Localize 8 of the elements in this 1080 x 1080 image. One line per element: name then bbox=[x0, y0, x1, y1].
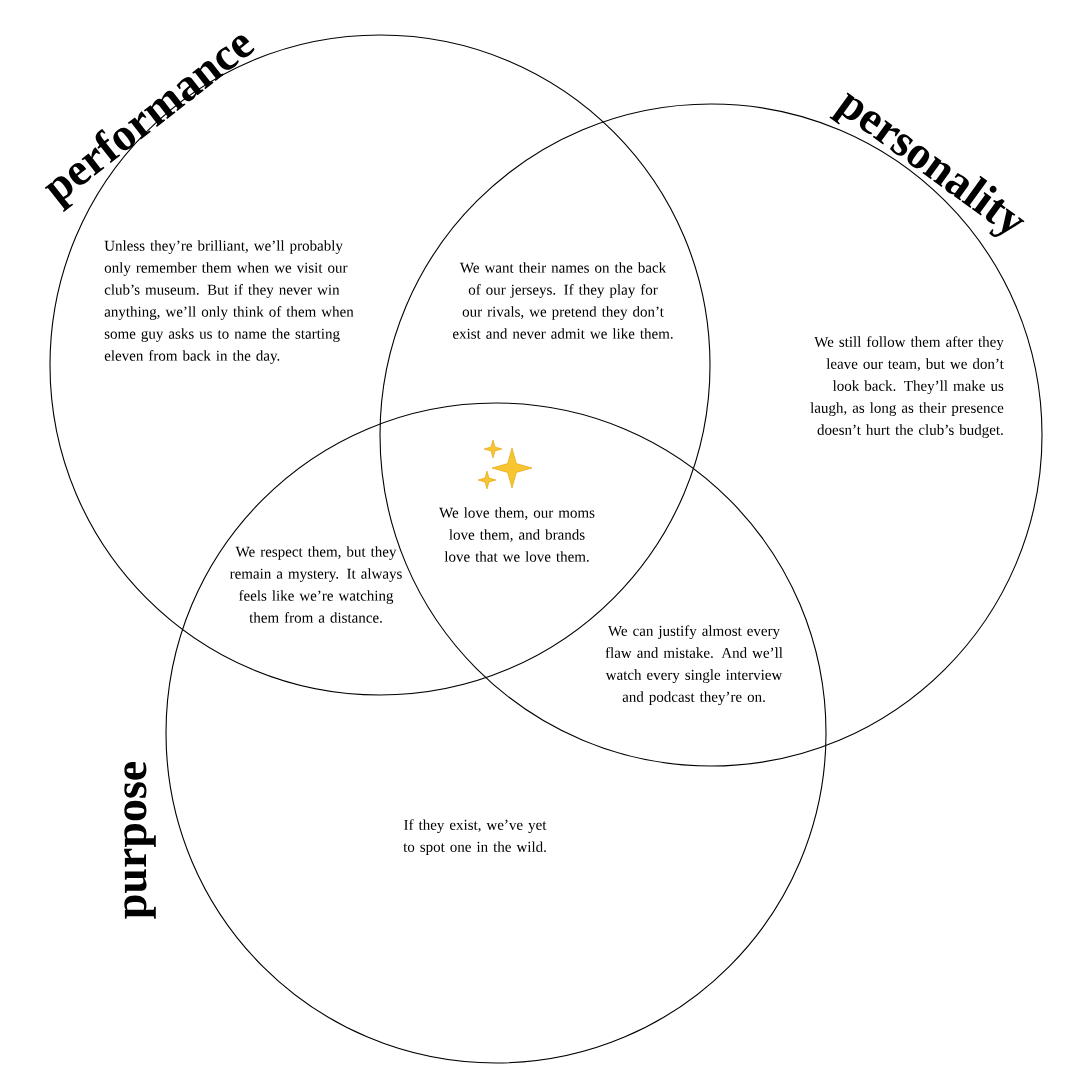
region-text: Unless they’re brilliant, we’ll probably only remember them when we visit our club’s museum. But if they never win anything, we’ll only think of them when some guy asks us to name the starting eleven from back in the day. bbox=[104, 240, 354, 364]
region-text: We still follow them after they leave our team, but we don’t look back. They’ll make us laugh, as long as their presence doesn’t hurt the club’s budget. bbox=[810, 336, 1004, 438]
set-title: purpose bbox=[124, 762, 156, 919]
region-text: We can justify almost every flaw and mistake. And we’ll watch every single interview and podcast they’re on. bbox=[605, 625, 783, 705]
region-text: We respect them, but they remain a mystery. It always feels like we’re watching them from a distance. bbox=[229, 546, 402, 623]
region-text: We love them, our moms love them, and brands love that we love them. bbox=[439, 507, 595, 562]
region-text: We want their names on the back of our jerseys. If they play for our rivals, we pretend they don’t exist and never admit we like them. bbox=[453, 262, 673, 339]
region-text: If they exist, we’ve yet to spot one in the wild. bbox=[403, 819, 547, 855]
